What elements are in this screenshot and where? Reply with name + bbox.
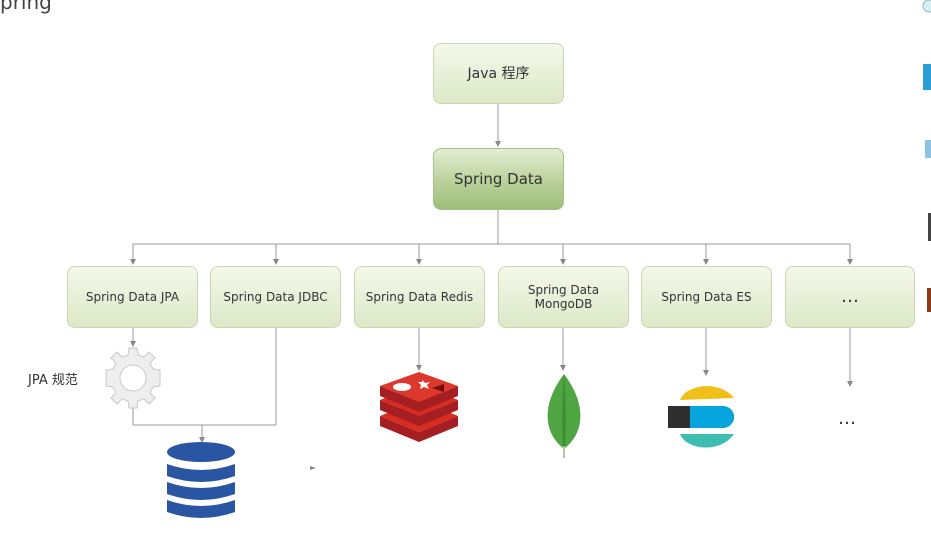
spring-data-jdbc-node: Spring Data JDBC [210,266,341,328]
more-node: … [785,266,915,328]
spring-data-jpa-node: Spring Data JPA [67,266,198,328]
jpa-spec-label: JPA 规范 [28,373,78,388]
elasticsearch-icon [668,386,734,448]
mongodb-node-line1: Spring Data [527,283,600,297]
spring-data-node: Spring Data [433,148,564,210]
database-icon [167,442,235,518]
mongodb-node-line2: MongoDB [534,297,593,311]
edge-icon-fragment [917,0,931,16]
spring-data-redis-node: Spring Data Redis [354,266,485,328]
redis-icon [380,372,458,442]
edge-lightblue-fragment [925,140,931,158]
more-ellipsis-label: … [838,408,856,429]
edge-brown-fragment [927,288,931,312]
java-program-node: Java 程序 [433,43,564,104]
spring-data-mongodb-node: Spring Data MongoDB [498,266,629,328]
spring-data-es-node: Spring Data ES [641,266,772,328]
edge-dark-fragment [928,213,931,241]
edge-blue-fragment [923,64,931,90]
mongodb-icon [547,374,581,458]
gear-icon [105,347,161,409]
header-text-fragment: pring [0,0,52,14]
